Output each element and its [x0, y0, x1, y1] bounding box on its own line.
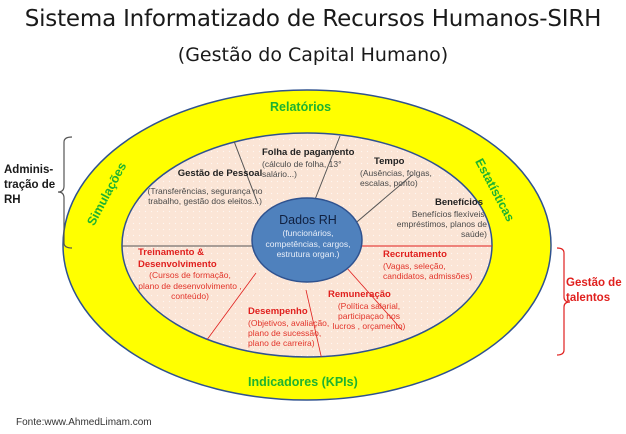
right-bracket	[556, 247, 571, 356]
side-label-administracao: Adminis- tração de RH	[4, 164, 56, 206]
segment-title: Tempo	[374, 156, 405, 167]
segment-desempenho: Desempenho (Objetivos, avaliação, plano …	[248, 306, 330, 349]
segment-desc: (cálculo de folha, 13° salário...)	[262, 158, 342, 179]
segment-treinamento: Treinamento & Desenvolvimento (Cursos de…	[138, 247, 250, 301]
center-block: Dados RH (funcionários, competências, ca…	[255, 213, 361, 259]
segment-gestao-pessoal: Gestão de Pessoal (Transferências, segur…	[142, 168, 268, 206]
segment-title: Benefícios	[434, 197, 483, 208]
segment-desc: (Política salarial, participaçao nos luc…	[332, 300, 406, 332]
center-desc: (funcionários, competências, cargos, est…	[265, 228, 351, 259]
segment-desc: (Transferências, segurança no trabalho, …	[147, 185, 263, 206]
segment-title: Desempenho	[248, 306, 308, 317]
page-subtitle: (Gestão do Capital Humano)	[177, 44, 449, 66]
left-bracket	[57, 136, 73, 249]
segment-folha-pagamento: Folha de pagamento (cálculo de folha, 13…	[262, 147, 362, 179]
segment-title: Recrutamento	[383, 249, 447, 260]
segment-remuneracao: Remuneração (Política salarial, particip…	[328, 289, 410, 332]
center-ellipse	[251, 197, 363, 283]
side-label-gestao-talentos: Gestão de talentos	[566, 277, 622, 304]
segment-title: Gestão de Pessoal	[177, 168, 263, 179]
segment-desc: Benefícios flexíveis, empréstimos, plano…	[396, 208, 487, 240]
source-footer: Fonte:www.AhmedLimam.com	[16, 417, 152, 428]
segment-title: Remuneração	[328, 289, 391, 300]
segment-title: Treinamento & Desenvolvimento	[138, 247, 217, 270]
segment-beneficios: Benefícios Benefícios flexíveis, emprést…	[395, 197, 487, 240]
segment-desc: (Vagas, seleção, candidatos, admissões)	[383, 260, 473, 281]
segment-recrutamento: Recrutamento (Vagas, seleção, candidatos…	[383, 249, 483, 281]
segment-tempo: Tempo (Ausências, folgas, escalas, ponto…	[360, 156, 440, 188]
segment-desc: (Ausências, folgas, escalas, ponto)	[360, 167, 432, 188]
page-title: Sistema Informatizado de Recursos Humano…	[24, 6, 602, 32]
ring-label-relatorios: Relatórios	[270, 100, 332, 114]
center-title: Dados RH	[279, 213, 337, 227]
segment-desc: (Cursos de formação, plano de desenvolvi…	[138, 270, 242, 301]
ring-label-indicadores: Indicadores (KPIs)	[248, 375, 358, 389]
segment-desc: (Objetivos, avaliação, plano de sucessão…	[248, 317, 330, 349]
segment-title: Folha de pagamento	[262, 147, 355, 158]
